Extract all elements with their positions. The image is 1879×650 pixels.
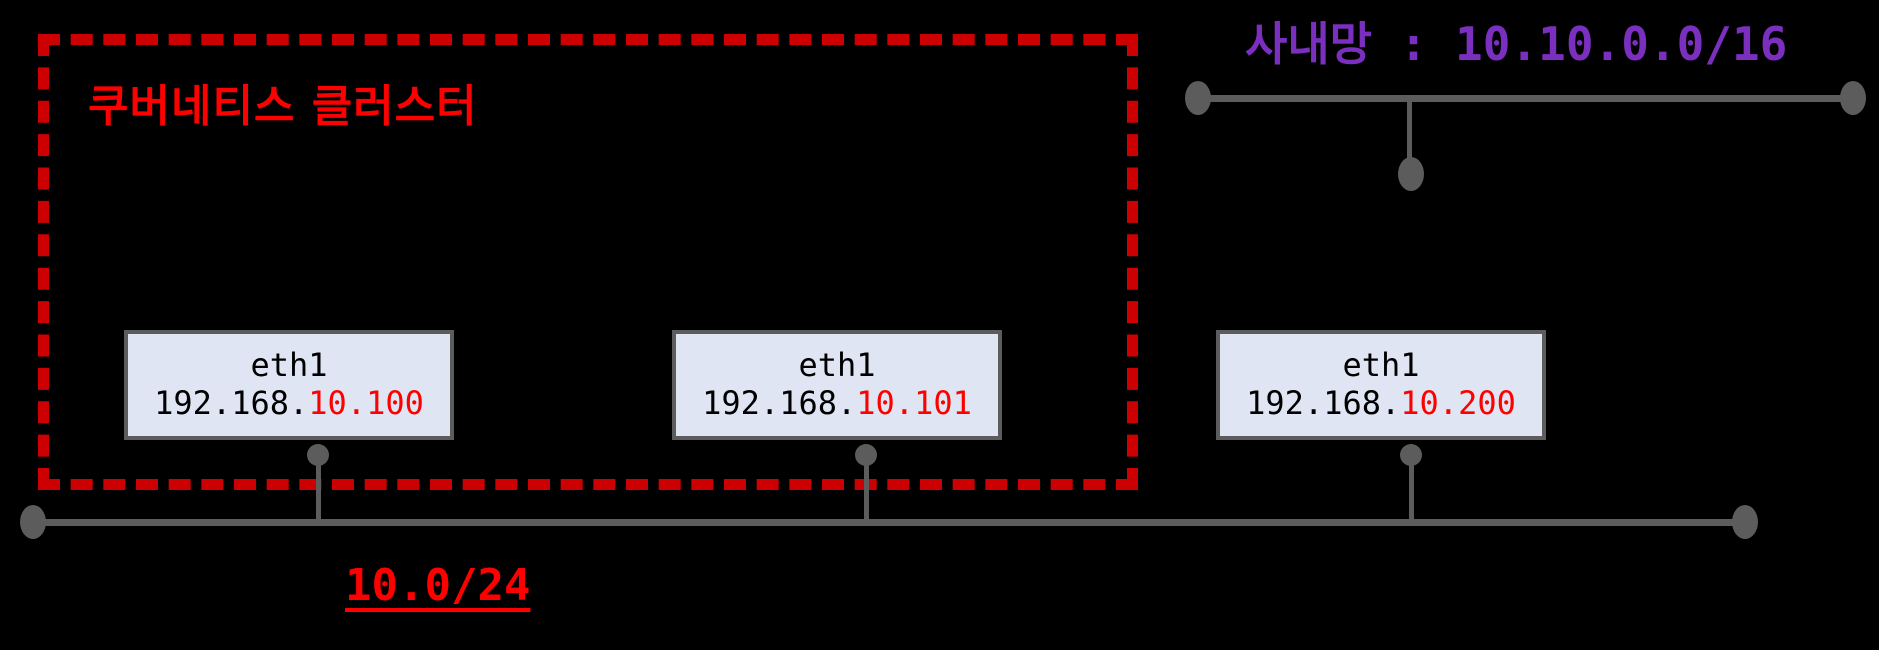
interface-ip-prefix-3: 192.168. bbox=[1246, 384, 1401, 422]
interface-3-connector-dot bbox=[1400, 444, 1422, 466]
interface-1-drop-line bbox=[316, 450, 321, 526]
kubernetes-cluster-boundary bbox=[38, 34, 1138, 490]
interface-name-2: eth1 bbox=[798, 346, 876, 385]
corporate-bus-right-endpoint bbox=[1840, 81, 1866, 115]
interface-2-connector-dot bbox=[855, 444, 877, 466]
corporate-network-label: 사내망 : 10.10.0.0/16 bbox=[1245, 17, 1788, 71]
interface-box-eth1-10-200[interactable]: eth1 192.168.10.200 bbox=[1216, 330, 1546, 440]
corporate-bus-left-endpoint bbox=[1185, 81, 1211, 115]
interface-ip-prefix-1: 192.168. bbox=[154, 384, 309, 422]
corporate-bus-drop-line bbox=[1407, 98, 1412, 170]
subnet-bus-left-endpoint bbox=[20, 505, 46, 539]
interface-2-drop-line bbox=[864, 450, 869, 526]
interface-name-1: eth1 bbox=[250, 346, 328, 385]
interface-ip-highlight-3: 10.200 bbox=[1400, 384, 1516, 422]
subnet-bus-right-endpoint bbox=[1732, 505, 1758, 539]
interface-3-drop-line bbox=[1409, 450, 1414, 526]
subnet-bus-line bbox=[32, 519, 1744, 526]
interface-ip-highlight-1: 10.100 bbox=[308, 384, 424, 422]
corporate-bus-drop-endpoint bbox=[1398, 157, 1424, 191]
interface-1-connector-dot bbox=[307, 444, 329, 466]
interface-name-3: eth1 bbox=[1342, 346, 1420, 385]
kubernetes-cluster-title: 쿠버네티스 클러스터 bbox=[88, 81, 478, 132]
interface-ip-1: 192.168.10.100 bbox=[154, 384, 424, 423]
interface-ip-prefix-2: 192.168. bbox=[702, 384, 857, 422]
interface-ip-3: 192.168.10.200 bbox=[1246, 384, 1516, 423]
interface-box-eth1-10-100[interactable]: eth1 192.168.10.100 bbox=[124, 330, 454, 440]
subnet-label: 10.0/24 bbox=[345, 560, 531, 611]
interface-box-eth1-10-101[interactable]: eth1 192.168.10.101 bbox=[672, 330, 1002, 440]
corporate-network-bus-line bbox=[1196, 95, 1855, 102]
interface-ip-highlight-2: 10.101 bbox=[856, 384, 972, 422]
interface-ip-2: 192.168.10.101 bbox=[702, 384, 972, 423]
